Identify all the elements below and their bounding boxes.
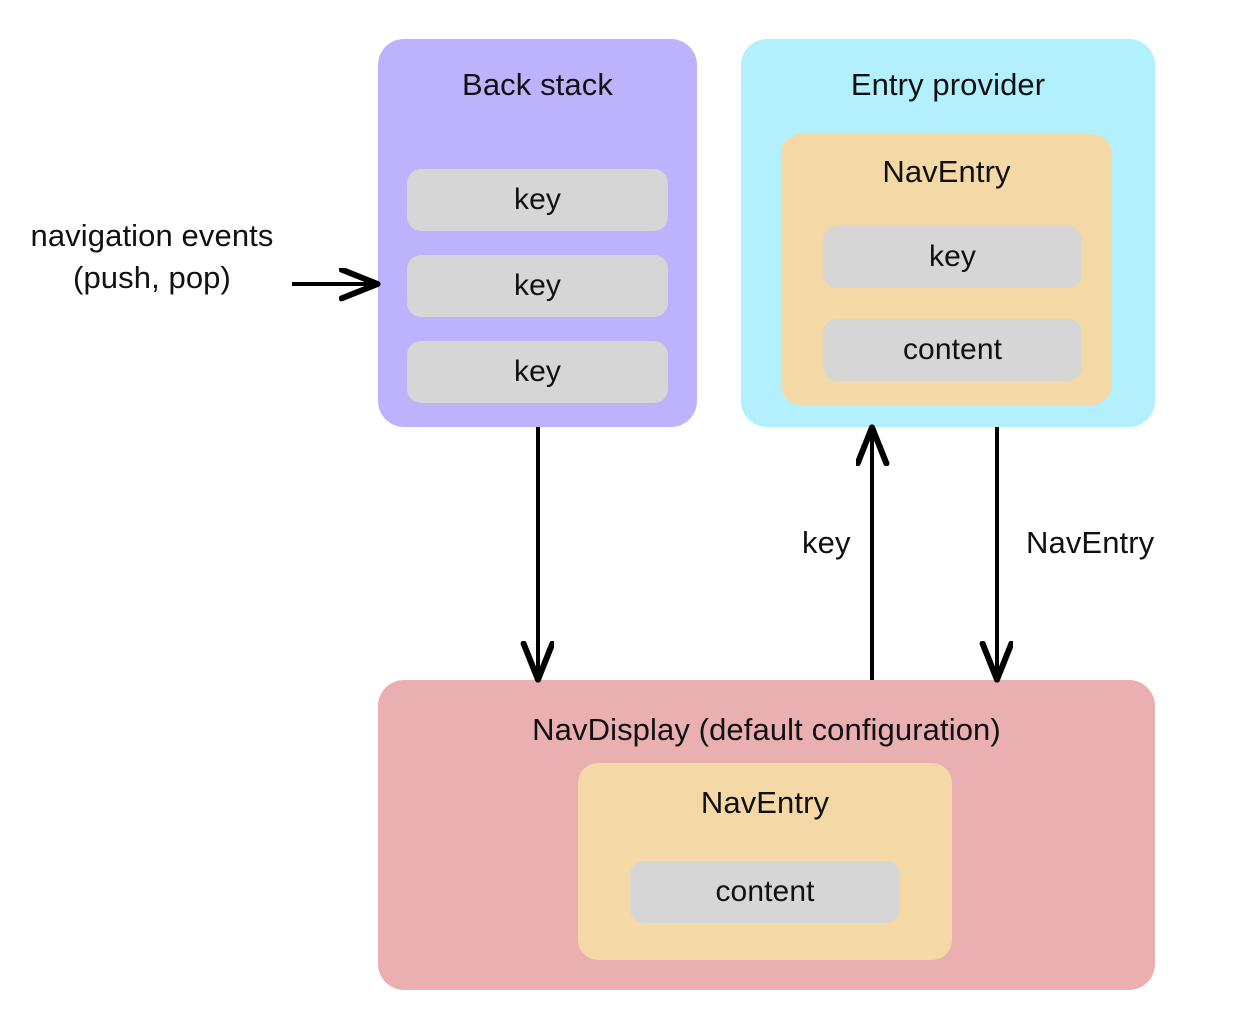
entry-provider-nav-entry-title: NavEntry: [882, 154, 1011, 189]
back-stack-key-chip: key: [407, 169, 668, 231]
entry-provider-key-chip: key: [823, 226, 1082, 288]
back-stack-container: Back stack key key key: [378, 39, 697, 427]
nav-display-nav-entry: NavEntry content: [578, 763, 952, 960]
entry-provider-content-label: content: [902, 333, 1003, 366]
back-stack-key-chip: key: [407, 255, 668, 317]
edge-label-key: key: [802, 525, 851, 560]
entry-provider-title: Entry provider: [850, 67, 1046, 102]
nav-display-content-chip: content: [630, 861, 900, 923]
edge-label-naventry: NavEntry: [1026, 525, 1155, 560]
nav-display-nav-entry-title: NavEntry: [700, 785, 830, 820]
nav-display-title: NavDisplay (default configuration): [532, 712, 1001, 747]
entry-provider-key-label: key: [929, 240, 976, 273]
back-stack-key-label: key: [514, 269, 561, 302]
back-stack-key-label: key: [514, 355, 561, 388]
back-stack-key-chip: key: [407, 341, 668, 403]
back-stack-title: Back stack: [462, 67, 613, 102]
entry-provider-container: Entry provider NavEntry key content: [741, 39, 1155, 427]
nav-display-container: NavDisplay (default configuration) NavEn…: [378, 680, 1155, 990]
entry-provider-nav-entry: NavEntry key content: [781, 134, 1112, 405]
navigation-events-label: navigation events (push, pop): [12, 215, 292, 299]
navigation-events-line-2: (push, pop): [73, 260, 231, 295]
back-stack-key-label: key: [514, 183, 561, 216]
navigation-events-line-1: navigation events: [30, 218, 274, 253]
entry-provider-content-chip: content: [823, 319, 1082, 381]
nav-display-content-label: content: [715, 875, 815, 908]
